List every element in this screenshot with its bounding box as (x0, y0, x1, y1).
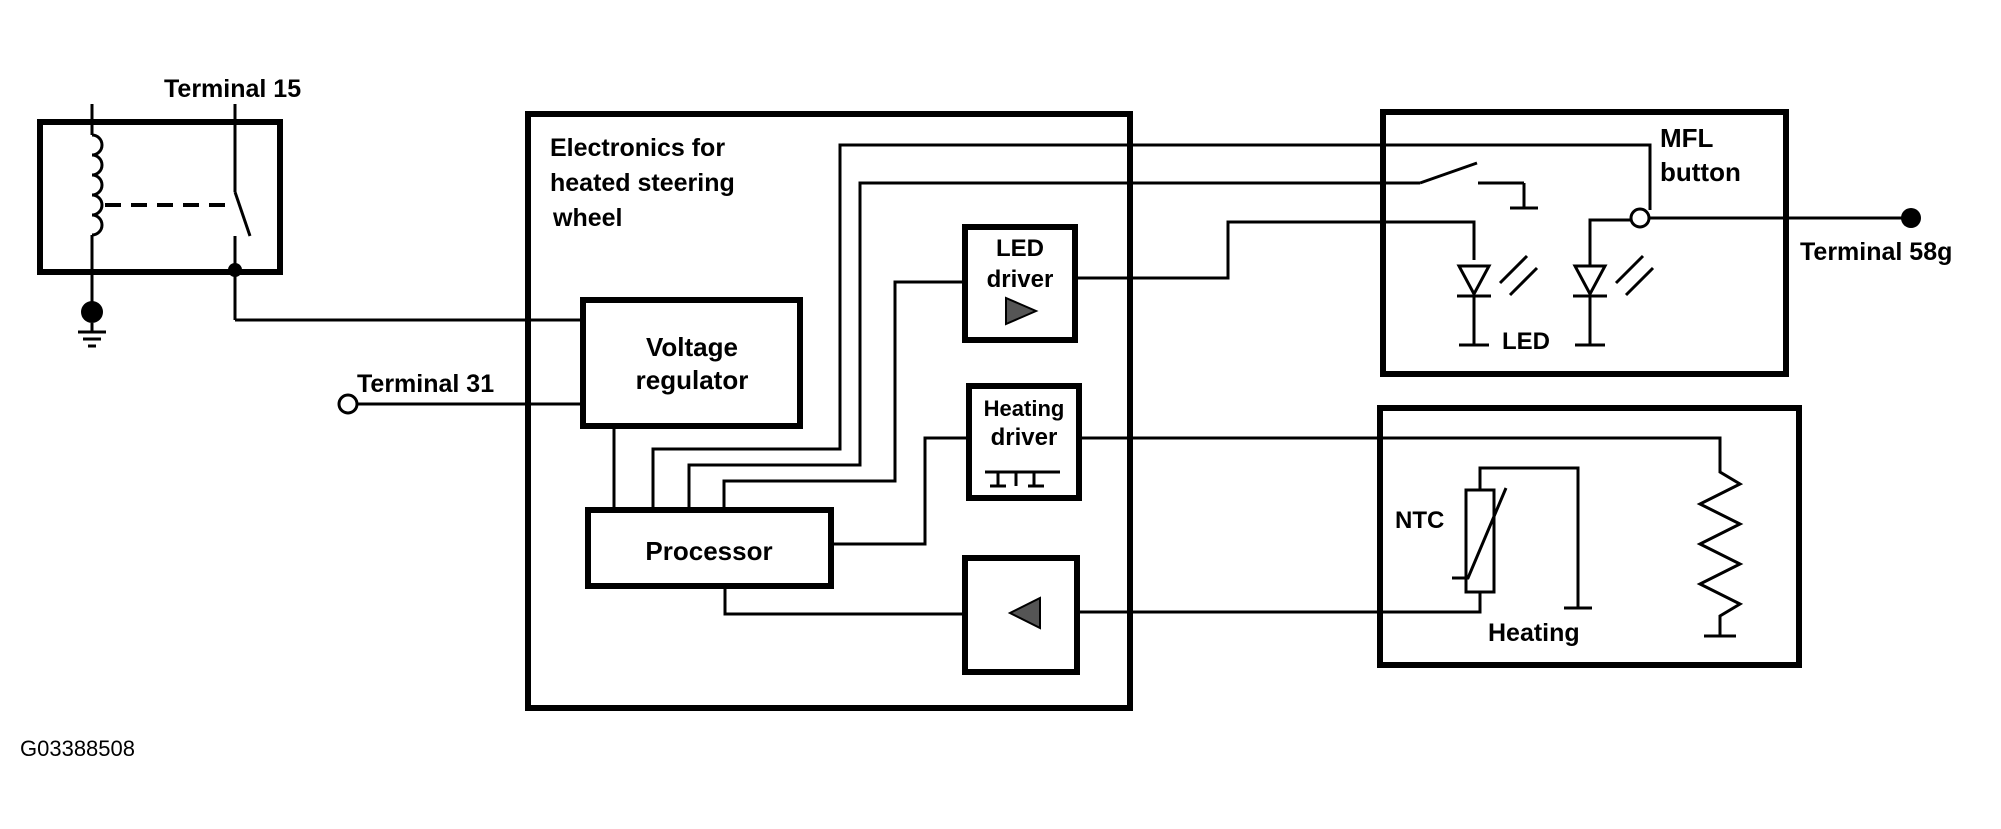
electronics-module-box (525, 111, 1133, 711)
heating-driver-label-line2: driver (991, 424, 1058, 451)
heating-label: Heating (1488, 619, 1580, 647)
led-label: LED (1502, 328, 1550, 355)
processor-box (585, 507, 834, 589)
heating-module: NTC Heating (1377, 405, 1802, 668)
transistor-icon (985, 470, 1060, 488)
processor-to-heating-driver-wire (831, 436, 969, 546)
led-1-icon (1456, 254, 1539, 347)
terminal-58g-label: Terminal 58g (1800, 238, 1952, 266)
amplifier-icon (1005, 296, 1039, 326)
figure-id: G03388508 (20, 736, 135, 761)
ntc-label: NTC (1395, 507, 1444, 534)
voltage-regulator-box (580, 297, 803, 429)
terminal-15-label: Terminal 15 (164, 75, 301, 103)
heating-box (1377, 405, 1802, 668)
led-2-icon (1572, 218, 1655, 347)
voltage-regulator-label-line1: Voltage (646, 332, 738, 362)
processor-to-switch-wire (687, 181, 1420, 510)
push-switch-icon (1419, 161, 1538, 210)
relay-junction-dot (228, 263, 242, 277)
voltage-regulator-label-line2: regulator (636, 365, 749, 395)
mfl-button-box (1380, 109, 1789, 377)
terminal-31-connector (337, 393, 359, 415)
processor-to-ntc-amplifier-wire (723, 586, 965, 616)
relay-coil-icon (91, 133, 104, 237)
electronics-title-line2: heated steering (550, 169, 735, 197)
mfl-button-label-line1: MFL (1660, 123, 1714, 153)
terminal-58g-connector (1901, 208, 1921, 228)
heating-driver-to-heater-wire (1079, 436, 1722, 462)
relay-switch-contact (233, 191, 252, 237)
ground-icon (78, 301, 106, 348)
mfl-button-module: MFL button LED (1380, 109, 1911, 377)
processor-to-mfl-button-wire (651, 143, 1652, 510)
heating-resistor-icon (1696, 462, 1744, 636)
relay: Terminal 15 (37, 75, 301, 348)
input-amplifier-icon (1007, 596, 1041, 630)
heating-driver-box (966, 383, 1082, 501)
terminal-31-label: Terminal 31 (357, 370, 494, 398)
ntc-thermistor-icon (1379, 466, 1592, 614)
heating-driver-label-line1: Heating (984, 396, 1065, 421)
mfl-button-label-line2: button (1660, 157, 1741, 187)
led-driver-to-led-wire (1075, 220, 1476, 280)
relay-box (37, 119, 283, 275)
electronics-title-line3: wheel (552, 204, 622, 232)
led-driver-label-line1: LED (996, 235, 1044, 262)
processor-label: Processor (645, 536, 772, 566)
mfl-junction-node (1629, 207, 1651, 229)
electronics-module: Electronics for heated steering wheel Vo… (525, 111, 1652, 711)
electronics-title-line1: Electronics for (550, 134, 725, 162)
processor-to-led-driver-wire (722, 280, 965, 510)
led-driver-label-line2: driver (987, 266, 1054, 293)
